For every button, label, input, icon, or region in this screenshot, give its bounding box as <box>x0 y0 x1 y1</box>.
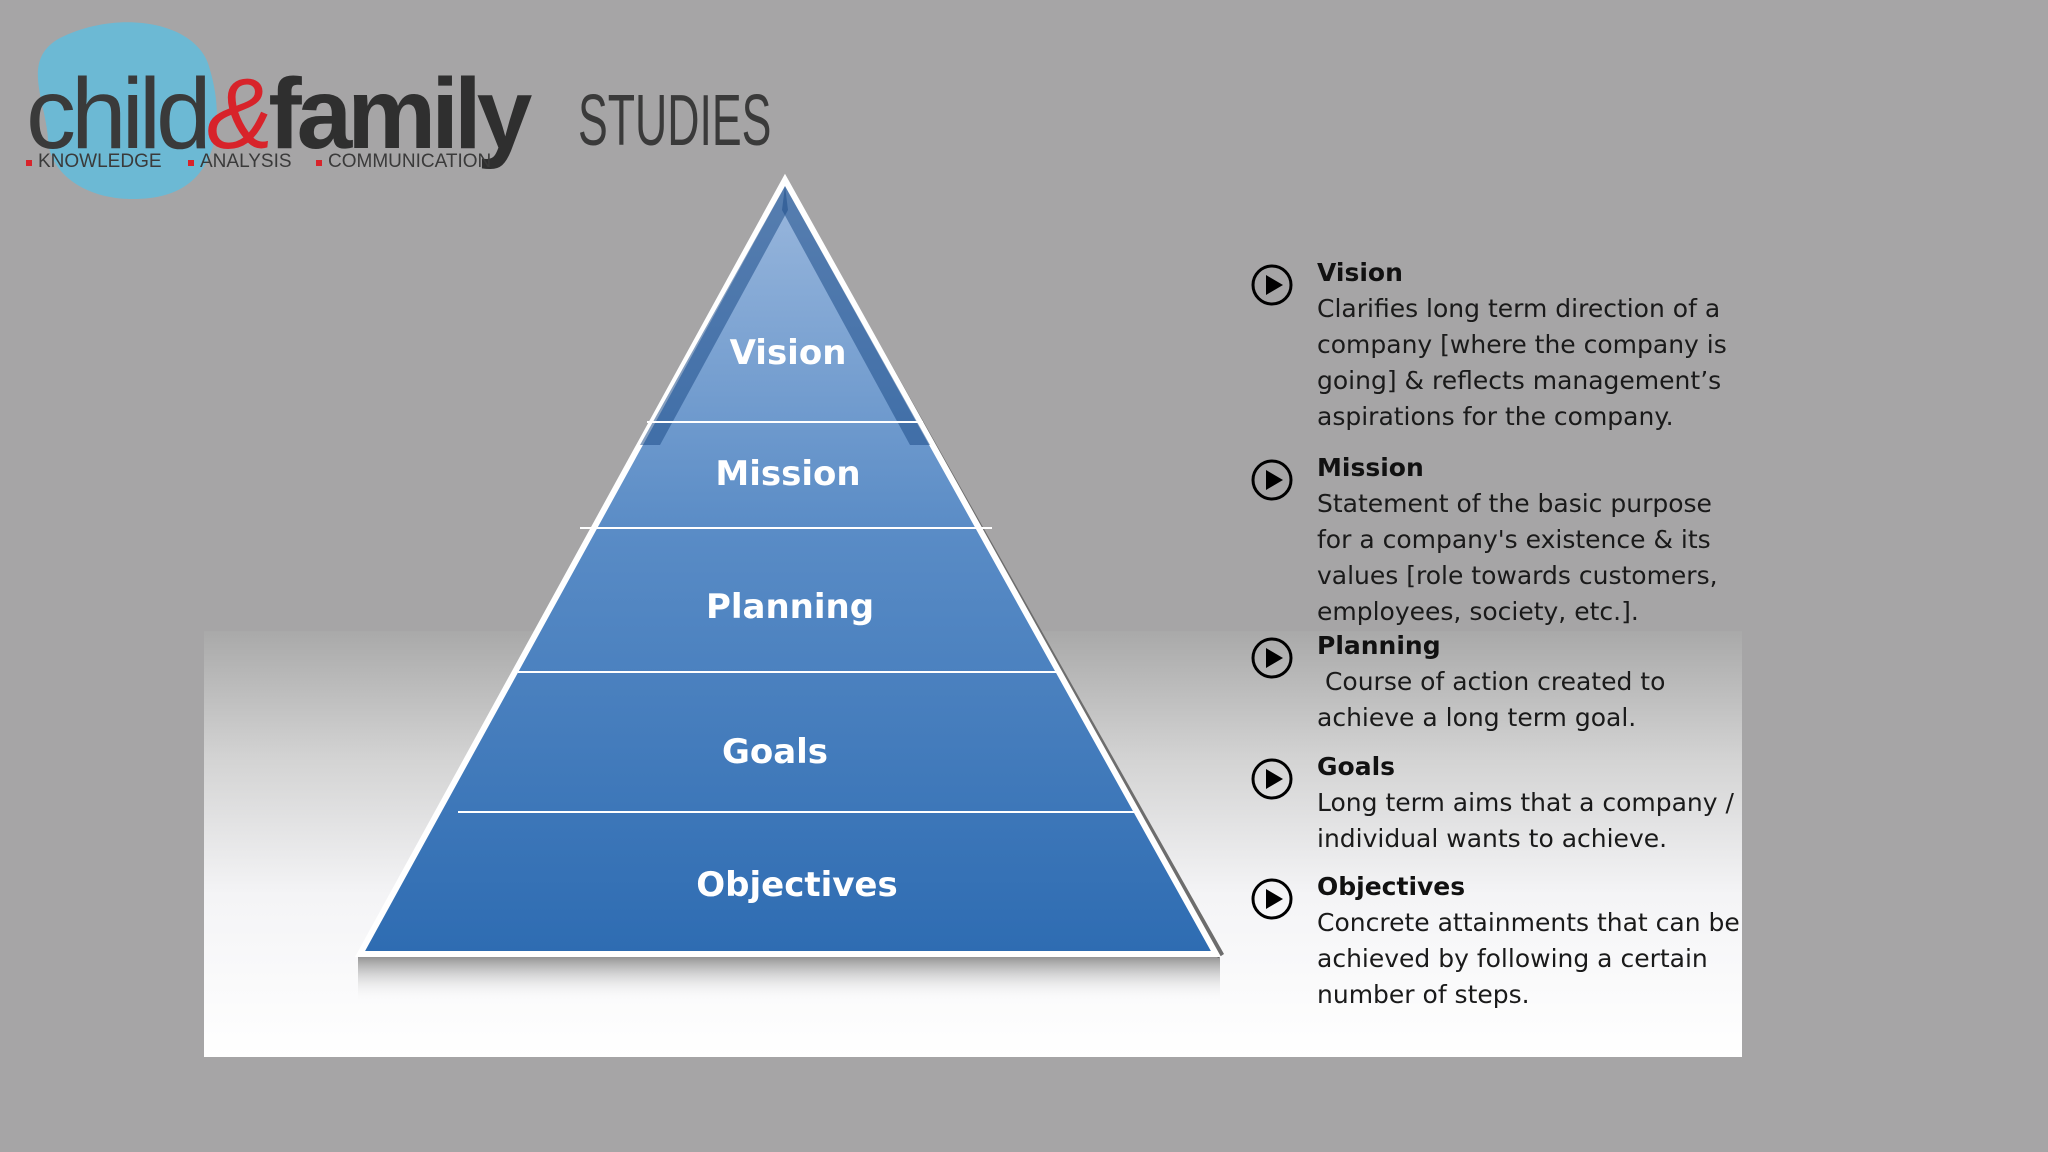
logo-tagline-communication: COMMUNICATION <box>328 151 491 172</box>
definition-title-mission: Mission <box>1317 453 1424 482</box>
logo-text-family: family <box>268 58 532 170</box>
definition-title-vision: Vision <box>1317 258 1403 287</box>
logo-ampersand: & <box>207 58 269 170</box>
definition-line: Course of action created to <box>1317 667 1666 696</box>
pyramid-label-goals: Goals <box>722 732 828 772</box>
definition-title-objectives: Objectives <box>1317 872 1466 901</box>
definition-line: Concrete attainments that can be <box>1317 908 1740 937</box>
definition-line: achieved by following a certain <box>1317 944 1708 973</box>
play-circle-icon <box>1251 264 1293 306</box>
definition-title-goals: Goals <box>1317 752 1396 781</box>
pyramid-diagram: Vision Mission Planning Goals Objectives <box>354 173 1224 1002</box>
definition-line: for a company's existence & its <box>1317 525 1711 554</box>
definition-line: aspirations for the company. <box>1317 402 1674 431</box>
definition-title-planning: Planning <box>1317 631 1441 660</box>
logo-text-child: child <box>26 58 207 170</box>
logo-text-studies: STUDIES <box>578 80 771 161</box>
play-circle-icon <box>1251 878 1293 920</box>
definition-line: individual wants to achieve. <box>1317 824 1668 853</box>
pyramid-left-bevel <box>640 186 788 445</box>
svg-text:child&family: child&family <box>26 58 533 170</box>
pyramid-label-mission: Mission <box>715 454 860 494</box>
pyramid-reflection <box>358 956 1220 1002</box>
pyramid-body <box>354 173 1222 957</box>
definition-line: Clarifies long term direction of a <box>1317 294 1721 323</box>
pyramid-right-bevel <box>782 186 930 445</box>
logo-tagline-analysis: ANALYSIS <box>200 151 292 172</box>
company-logo: child&family STUDIES KNOWLEDGE ANALYSIS … <box>26 22 771 200</box>
pyramid-label-planning: Planning <box>706 587 874 627</box>
definition-line: number of steps. <box>1317 980 1530 1009</box>
definition-line: achieve a long term goal. <box>1317 703 1637 732</box>
play-circle-icon <box>1251 459 1293 501</box>
definition-line: going] & reflects management’s <box>1317 366 1722 395</box>
definition-line: Statement of the basic purpose <box>1317 489 1712 518</box>
play-circle-icon <box>1251 637 1293 679</box>
definition-line: Long term aims that a company / <box>1317 788 1734 817</box>
pyramid-label-vision: Vision <box>730 333 847 373</box>
logo-tagline-knowledge: KNOWLEDGE <box>38 151 162 172</box>
logo-blob <box>37 22 217 200</box>
definition-line: employees, society, etc.]. <box>1317 597 1639 626</box>
definition-line: company [where the company is <box>1317 330 1727 359</box>
pyramid-label-objectives: Objectives <box>696 865 897 905</box>
play-circle-icon <box>1251 758 1293 800</box>
definition-line: values [role towards customers, <box>1317 561 1718 590</box>
